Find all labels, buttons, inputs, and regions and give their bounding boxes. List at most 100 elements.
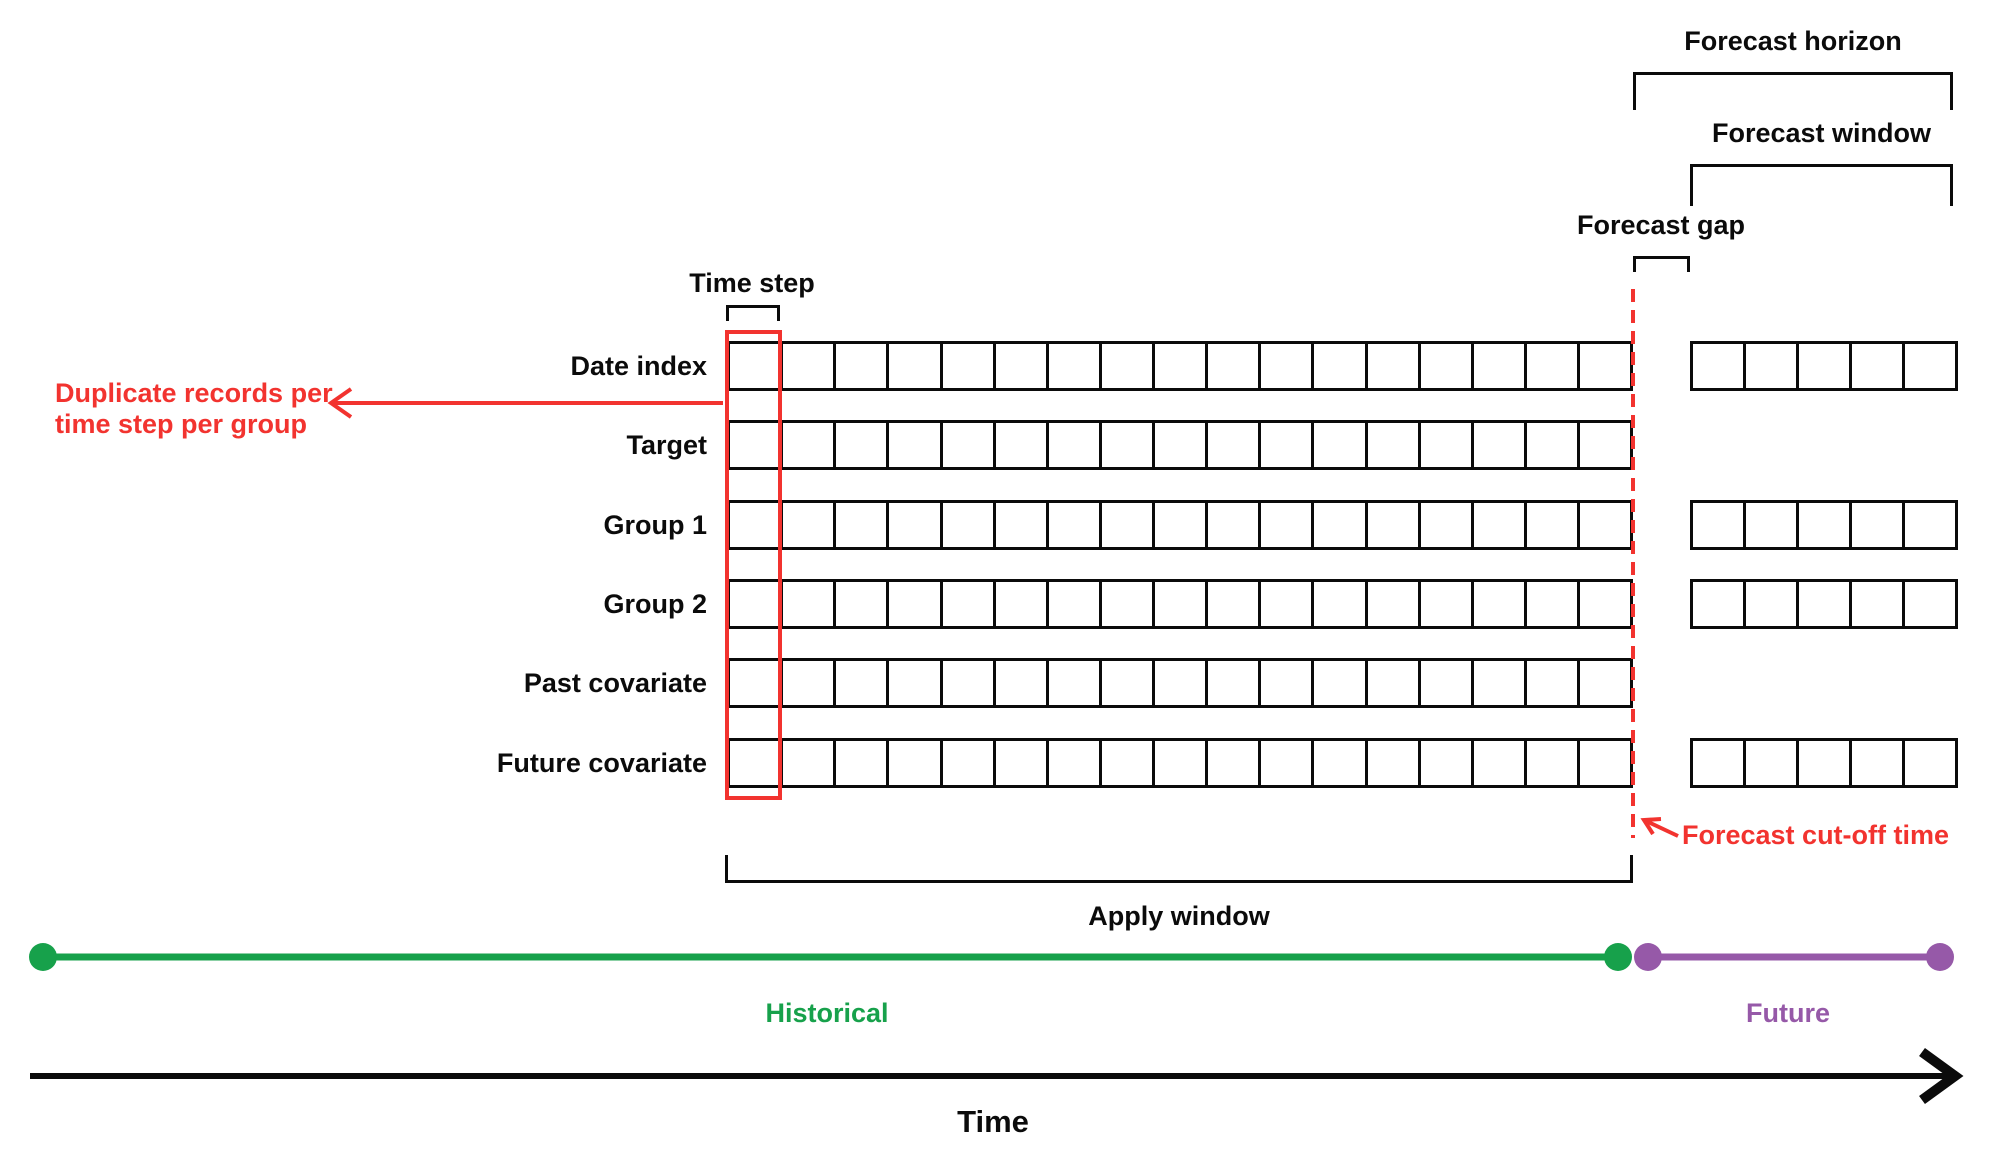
grid-cell — [1693, 344, 1746, 388]
grid-cell — [1314, 503, 1368, 547]
grid-cell — [1155, 661, 1209, 705]
grid-cell — [1474, 423, 1527, 467]
forecast-gap-label: Forecast gap — [1576, 210, 1746, 240]
grid-cell — [1905, 503, 1955, 547]
grid-cell — [1421, 582, 1474, 626]
grid-cell — [1799, 582, 1852, 626]
apply-window-label: Apply window — [1088, 901, 1270, 931]
grid-cell — [1155, 423, 1209, 467]
grid-cell — [1905, 741, 1955, 785]
grid-cell — [1261, 741, 1315, 785]
row-label-target: Target — [626, 429, 707, 460]
grid-cell — [1314, 582, 1368, 626]
historical-label: Historical — [765, 998, 889, 1028]
grid-cell — [1905, 582, 1955, 626]
grid-cell — [1693, 582, 1746, 626]
grid-cell — [1474, 582, 1527, 626]
future-row-group-2 — [1690, 579, 1958, 629]
duplicate-records-label-line2: time step per group — [55, 409, 308, 439]
grid-cell — [836, 582, 890, 626]
future-start-dot — [1634, 943, 1662, 971]
future-row-group-1 — [1690, 500, 1958, 550]
row-label-past-covariate: Past covariate — [523, 667, 707, 698]
grid-cell — [1208, 344, 1262, 388]
future-end-dot — [1926, 943, 1954, 971]
grid-cell — [1208, 661, 1262, 705]
future-row-date-index — [1690, 341, 1958, 391]
forecast-horizon-label: Forecast horizon — [1684, 26, 1902, 56]
historical-start-dot — [29, 943, 57, 971]
time-step-bracket — [726, 305, 780, 321]
grid-cell — [1580, 582, 1630, 626]
grid-cell — [1527, 741, 1580, 785]
forecast-cutoff-arrow — [1640, 817, 1679, 838]
grid-cell — [1368, 582, 1421, 626]
future-row-future-covariate — [1690, 738, 1958, 788]
grid-cell — [1746, 582, 1799, 626]
grid-cell — [1155, 503, 1209, 547]
grid-cell — [1527, 582, 1580, 626]
grid-cell — [1261, 344, 1315, 388]
duplicate-records-label-line1: Duplicate records per — [55, 378, 333, 408]
grid-cell — [1852, 741, 1905, 785]
row-label-group-1: Group 1 — [603, 509, 707, 540]
grid-cell — [1368, 423, 1421, 467]
grid-cell — [836, 741, 890, 785]
grid-cell — [1208, 503, 1262, 547]
grid-cell — [1474, 661, 1527, 705]
grid-cell — [1261, 661, 1315, 705]
grid-cell — [1799, 344, 1852, 388]
forecast-window-bracket — [1690, 164, 1953, 206]
row-label-future-covariate: Future covariate — [496, 747, 707, 778]
grid-cell — [1799, 503, 1852, 547]
grid-cell — [1102, 344, 1155, 388]
grid-cell — [1746, 344, 1799, 388]
grid-cell — [943, 423, 996, 467]
apply-window-bracket — [725, 855, 1633, 883]
historical-row-past-covariate — [727, 658, 1633, 708]
grid-cell — [783, 582, 837, 626]
historical-row-group-1 — [727, 500, 1633, 550]
grid-cell — [1580, 741, 1630, 785]
grid-cell — [889, 503, 943, 547]
grid-cell — [783, 344, 837, 388]
grid-cell — [1580, 423, 1630, 467]
grid-cell — [996, 661, 1049, 705]
grid-cell — [1208, 741, 1262, 785]
grid-cell — [1049, 423, 1102, 467]
grid-cell — [1746, 503, 1799, 547]
row-label-group-2: Group 2 — [603, 588, 707, 619]
grid-cell — [1580, 661, 1630, 705]
row-label-date-index: Date index — [570, 350, 707, 381]
grid-cell — [783, 661, 837, 705]
grid-cell — [836, 344, 890, 388]
grid-cell — [1580, 344, 1630, 388]
grid-cell — [1852, 503, 1905, 547]
grid-cell — [783, 741, 837, 785]
grid-cell — [1474, 344, 1527, 388]
historical-row-date-index — [727, 341, 1633, 391]
grid-cell — [996, 503, 1049, 547]
grid-cell — [1049, 582, 1102, 626]
grid-cell — [889, 741, 943, 785]
grid-cell — [1421, 661, 1474, 705]
grid-cell — [996, 344, 1049, 388]
grid-cell — [1368, 344, 1421, 388]
future-label: Future — [1746, 998, 1830, 1028]
grid-cell — [1049, 741, 1102, 785]
grid-cell — [1102, 741, 1155, 785]
grid-cell — [1421, 503, 1474, 547]
grid-cell — [1905, 344, 1955, 388]
grid-cell — [1102, 423, 1155, 467]
grid-cell — [1314, 741, 1368, 785]
grid-cell — [1261, 503, 1315, 547]
grid-cell — [1527, 661, 1580, 705]
grid-cell — [1368, 661, 1421, 705]
grid-cell — [1049, 661, 1102, 705]
grid-cell — [1102, 661, 1155, 705]
grid-cell — [1314, 423, 1368, 467]
forecast-window-label: Forecast window — [1711, 118, 1932, 148]
historical-end-dot — [1604, 943, 1632, 971]
time-axis-label: Time — [957, 1104, 1029, 1139]
grid-cell — [943, 661, 996, 705]
